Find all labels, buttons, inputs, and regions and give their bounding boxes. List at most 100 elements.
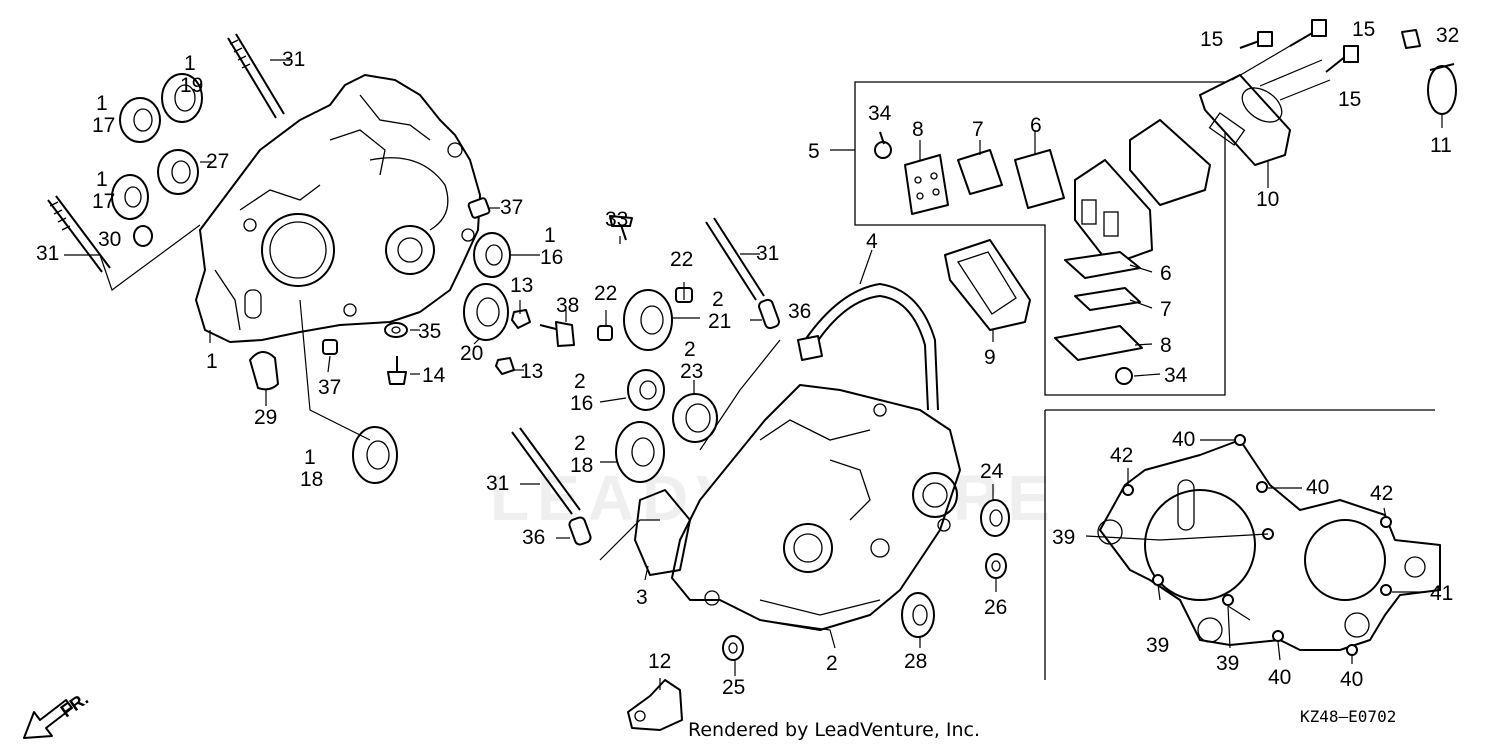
bearing-21 [623,289,673,351]
callout-12: 12 [648,650,671,673]
reed-petal-6-upper [1014,149,1065,209]
dowel-37-lower [322,339,338,355]
callout-10: 10 [1256,188,1279,211]
diagram-code: KZ48—E0702 [1300,707,1396,726]
front-direction-arrow [23,699,73,739]
gasket-29 [249,351,279,391]
oil-seal-26 [985,553,1007,579]
stud-bolt-lower-left [47,195,111,273]
callout-38: 38 [556,294,579,317]
right-crankcase-half [671,384,961,631]
callout-22: 22 [594,282,617,305]
callout-31: 31 [282,48,305,71]
reed-petal-7-lower [1074,287,1141,311]
callout-34: 34 [868,102,892,125]
callout-6: 6 [1160,262,1172,285]
reed-stopper-8-lower [1054,325,1143,361]
screw-32 [1401,29,1421,49]
dowel-36-upper [758,298,780,330]
callout-39: 39 [1146,634,1169,657]
dowel-36-lower [568,516,592,546]
callout-8: 8 [912,118,924,141]
callout-1: 1 [206,350,218,373]
callout-40: 40 [1306,476,1329,499]
callout-20: 20 [460,342,483,365]
bearing-17-upper [119,97,161,143]
clamp-11 [1427,63,1457,115]
callout-31: 31 [486,472,509,495]
credit-text: Rendered by LeadVenture, Inc. [688,719,980,741]
callout-42: 42 [1110,444,1133,467]
screw-34-lower [1115,367,1133,385]
screw-34-upper [874,131,892,159]
bearing-16-middle [627,369,665,411]
callout-30: 30 [98,228,121,251]
callout-9: 9 [984,346,996,369]
bolt-15-c [1325,45,1359,73]
collar-25 [722,635,744,661]
bearing-16-left [473,232,511,278]
oil-seal-24 [980,499,1010,537]
intake-manifold-10 [1199,74,1291,166]
callout-39: 39 [1216,652,1239,675]
left-crankcase-half [195,74,481,343]
circlip-30 [133,225,153,247]
callout-32: 32 [1436,24,1459,47]
callout-2: 2 [826,652,838,675]
stud-bolt-upper-left [227,33,285,119]
bearing-18-middle [615,421,665,483]
oil-seal-28 [901,592,935,638]
callout-29: 29 [254,406,277,429]
bolt-15-a [1239,31,1273,49]
callout-33: 33 [605,208,628,231]
callout-40: 40 [1340,668,1363,691]
screw-33 [609,215,633,241]
callout-24: 24 [980,460,1004,483]
callout-5: 5 [808,140,820,163]
bearing-19 [161,73,203,123]
reed-petal-7-upper [957,149,1003,195]
needle-bearing-23 [672,393,718,443]
bearing-18-left [352,426,398,484]
callout-8: 8 [1160,334,1172,357]
nut-13-lower [495,357,515,375]
reed-gasket-9 [944,239,1031,331]
callout-11: 11 [1430,134,1452,157]
callout-34: 34 [1164,364,1188,387]
callout-6: 6 [1030,114,1042,137]
oil-seal-27 [157,149,199,195]
callout-31: 31 [756,242,779,265]
crankcase-gasket-3 [634,489,691,576]
bearing-17-lower [111,174,149,220]
callout-36: 36 [788,300,811,323]
callout-39: 39 [1052,526,1075,549]
callout-13: 13 [520,360,543,383]
callout-27: 27 [206,150,229,173]
callout-41: 41 [1430,582,1453,605]
dowel-37-upper [467,197,491,219]
callout-37: 37 [318,376,341,399]
callout-22: 22 [670,248,693,271]
gasket-panel-outline [1044,409,1435,680]
callout-15: 15 [1352,18,1375,41]
washer-35 [384,322,408,338]
reed-stopper-8-upper [904,154,949,215]
callout-15: 15 [1338,88,1361,111]
callout-3: 3 [636,586,648,609]
breather-tube-4 [797,283,939,411]
callout-4: 4 [866,230,878,253]
bearing-20 [463,283,509,341]
leader-lines [64,39,1443,690]
callout-7: 7 [1160,298,1172,321]
bolt-38 [539,321,575,347]
callout-14: 14 [422,364,446,387]
callout-40: 40 [1172,428,1195,451]
